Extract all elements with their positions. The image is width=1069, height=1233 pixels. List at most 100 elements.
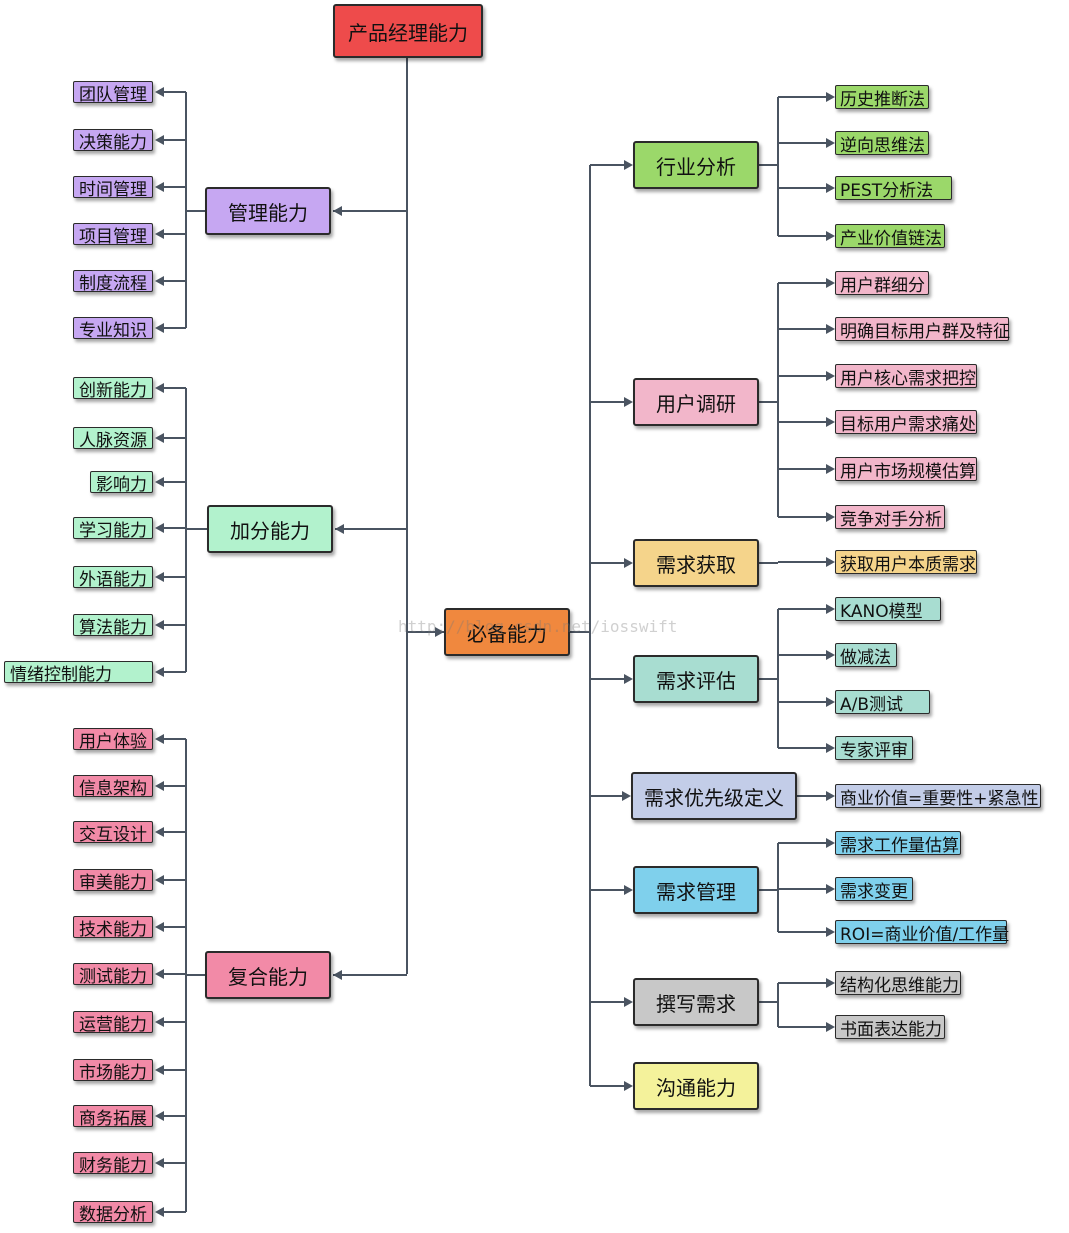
composite-leaf-3[interactable]: 审美能力: [73, 869, 153, 893]
connector-arrowhead: [826, 927, 835, 937]
core-branch-0-leaf-2[interactable]: PEST分析法: [835, 176, 952, 201]
composite-leaf-2[interactable]: 交互设计: [73, 821, 153, 845]
core-branch-6[interactable]: 撰写需求: [633, 978, 759, 1026]
management-leaf-5[interactable]: 专业知识: [73, 317, 153, 341]
core-branch-0-leaf-0[interactable]: 历史推断法: [835, 85, 929, 110]
connector-arrowhead: [335, 524, 344, 534]
connector-arrowhead: [333, 206, 342, 216]
bonus-node[interactable]: 加分能力: [207, 505, 333, 553]
composite-leaf-6[interactable]: 运营能力: [73, 1011, 153, 1035]
connector-arrowhead: [624, 397, 633, 407]
management-leaf-2[interactable]: 时间管理: [73, 176, 153, 200]
core-branch-1-leaf-4[interactable]: 用户市场规模估算: [835, 457, 977, 482]
management-leaf-4[interactable]: 制度流程: [73, 270, 153, 294]
bonus-leaf-5[interactable]: 算法能力: [73, 614, 153, 638]
connector-arrowhead: [826, 324, 835, 334]
connector-arrowhead: [624, 160, 633, 170]
root-node[interactable]: 产品经理能力: [333, 4, 483, 58]
connector-arrowhead: [155, 620, 164, 630]
core-branch-6-leaf-1[interactable]: 书面表达能力: [835, 1015, 945, 1040]
connector-arrowhead: [155, 135, 164, 145]
bonus-leaf-2[interactable]: 影响力: [90, 471, 153, 495]
bonus-leaf-3[interactable]: 学习能力: [73, 517, 153, 541]
connector-arrowhead: [155, 1207, 164, 1217]
core-branch-1-leaf-3[interactable]: 目标用户需求痛处: [835, 410, 977, 435]
core-branch-1[interactable]: 用户调研: [633, 378, 759, 426]
connector-arrowhead: [155, 1017, 164, 1027]
core-branch-7[interactable]: 沟通能力: [633, 1062, 759, 1110]
core-branch-0-leaf-1[interactable]: 逆向思维法: [835, 131, 929, 156]
composite-leaf-4[interactable]: 技术能力: [73, 916, 153, 940]
core-branch-1-leaf-5[interactable]: 竞争对手分析: [835, 505, 945, 530]
connector-arrowhead: [826, 697, 835, 707]
core-branch-3-leaf-0[interactable]: KANO模型: [835, 597, 941, 622]
core-branch-0[interactable]: 行业分析: [633, 141, 759, 189]
connector-arrowhead: [155, 477, 164, 487]
bonus-leaf-0[interactable]: 创新能力: [73, 377, 153, 401]
management-leaf-3[interactable]: 项目管理: [73, 223, 153, 247]
connector-arrowhead: [155, 87, 164, 97]
core-branch-2[interactable]: 需求获取: [633, 539, 759, 587]
core-branch-1-leaf-0[interactable]: 用户群细分: [835, 271, 929, 296]
connector-arrowhead: [826, 743, 835, 753]
core-branch-3-leaf-1[interactable]: 做减法: [835, 643, 897, 668]
bonus-leaf-4[interactable]: 外语能力: [73, 566, 153, 590]
connector-arrowhead: [155, 383, 164, 393]
connector-arrowhead: [826, 1022, 835, 1032]
connector-arrowhead: [826, 138, 835, 148]
composite-leaf-0[interactable]: 用户体验: [73, 728, 153, 752]
connector-arrowhead: [622, 791, 631, 801]
connector-arrowhead: [155, 1065, 164, 1075]
core-branch-4[interactable]: 需求优先级定义: [631, 772, 797, 820]
core-branch-0-leaf-3[interactable]: 产业价值链法: [835, 224, 945, 249]
connector-arrowhead: [435, 627, 444, 637]
connector-arrowhead: [624, 558, 633, 568]
composite-node[interactable]: 复合能力: [205, 951, 331, 999]
core-branch-3-leaf-2[interactable]: A/B测试: [835, 690, 930, 715]
core-branch-5-leaf-1[interactable]: 需求变更: [835, 877, 913, 902]
core-branch-5-leaf-0[interactable]: 需求工作量估算: [835, 831, 961, 856]
connector-arrowhead: [155, 276, 164, 286]
management-leaf-0[interactable]: 团队管理: [73, 81, 153, 105]
connector-arrowhead: [826, 650, 835, 660]
core-branch-5[interactable]: 需求管理: [633, 866, 759, 914]
connector-arrowhead: [826, 978, 835, 988]
connector-arrowhead: [624, 885, 633, 895]
connector-arrowhead: [826, 512, 835, 522]
core-branch-4-leaf-0[interactable]: 商业价值=重要性+紧急性: [835, 784, 1041, 809]
connector-arrowhead: [155, 433, 164, 443]
connector-arrowhead: [155, 781, 164, 791]
connector-arrowhead: [624, 997, 633, 1007]
connector-arrowhead: [826, 278, 835, 288]
core-branch-6-leaf-0[interactable]: 结构化思维能力: [835, 971, 961, 996]
connector-arrowhead: [155, 1158, 164, 1168]
composite-leaf-8[interactable]: 商务拓展: [73, 1105, 153, 1129]
composite-leaf-5[interactable]: 测试能力: [73, 963, 153, 987]
connector-arrowhead: [155, 827, 164, 837]
connector-arrowhead: [333, 970, 342, 980]
composite-leaf-9[interactable]: 财务能力: [73, 1152, 153, 1176]
connector-arrowhead: [826, 838, 835, 848]
core-branch-5-leaf-2[interactable]: ROI=商业价值/工作量: [835, 920, 1009, 945]
connector-arrowhead: [155, 667, 164, 677]
core-branch-3-leaf-3[interactable]: 专家评审: [835, 736, 913, 761]
connector-arrowhead: [155, 1111, 164, 1121]
composite-leaf-10[interactable]: 数据分析: [73, 1201, 153, 1225]
core-branch-1-leaf-2[interactable]: 用户核心需求把控: [835, 364, 977, 389]
bonus-leaf-1[interactable]: 人脉资源: [73, 427, 153, 451]
core-branch-1-leaf-1[interactable]: 明确目标用户群及特征: [835, 317, 1010, 342]
management-leaf-1[interactable]: 决策能力: [73, 129, 153, 153]
bonus-leaf-6[interactable]: 情绪控制能力: [4, 661, 153, 685]
core-branch-3[interactable]: 需求评估: [633, 655, 759, 703]
connector-arrowhead: [624, 1081, 633, 1091]
composite-leaf-1[interactable]: 信息架构: [73, 775, 153, 799]
connector-arrowhead: [155, 229, 164, 239]
core-node[interactable]: 必备能力: [444, 608, 570, 656]
composite-leaf-7[interactable]: 市场能力: [73, 1059, 153, 1083]
connector-arrowhead: [155, 323, 164, 333]
connector-arrowhead: [826, 884, 835, 894]
core-branch-2-leaf-0[interactable]: 获取用户本质需求: [835, 550, 977, 575]
management-node[interactable]: 管理能力: [205, 187, 331, 235]
